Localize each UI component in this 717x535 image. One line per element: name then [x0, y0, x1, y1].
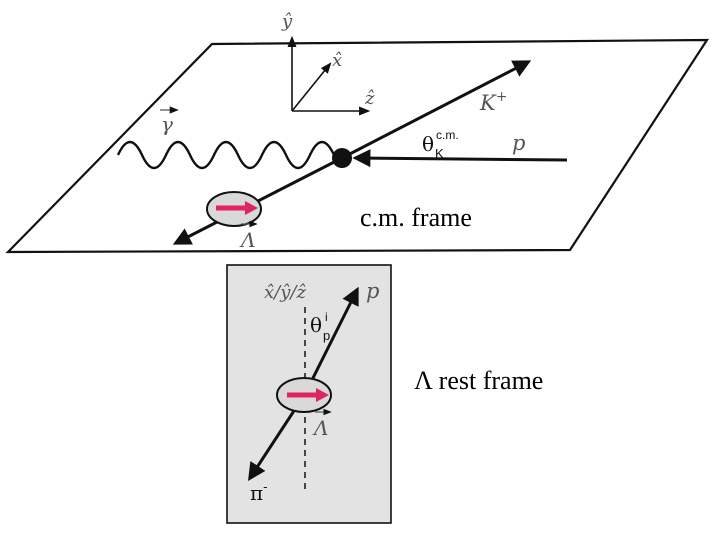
kaon-track: [341, 60, 532, 160]
proton-label: p: [512, 131, 525, 155]
rest-lambda-particle: [276, 377, 332, 413]
kaon-charge: +: [496, 89, 508, 105]
cm-plane: [5, 38, 710, 254]
proton-track: [352, 149, 568, 168]
lambda-track: [172, 156, 343, 245]
kaon-angle-sup: c.m.: [436, 128, 459, 142]
kaon-symbol: K: [479, 91, 497, 115]
kaon-angle-theta: θ: [422, 132, 434, 156]
rest-lambda-symbol: Λ: [312, 416, 328, 440]
rest-frame-label: Λ rest frame: [414, 366, 543, 395]
pion-symbol: π: [250, 481, 263, 505]
photon-label: γ: [160, 106, 179, 136]
pion-label: π-: [250, 480, 268, 505]
lambda-label: Λ: [239, 220, 258, 252]
kaon-label: K+: [479, 89, 507, 115]
rest-angle-theta: θ: [310, 313, 322, 337]
rest-lambda-label: Λ: [312, 408, 332, 440]
z-axis-label: ẑ: [364, 88, 375, 109]
proton-decay-track: [303, 286, 359, 395]
cm-frame-label: c.m. frame: [360, 203, 472, 232]
lambda-symbol: Λ: [239, 228, 255, 252]
kaon-angle-sub: K: [435, 146, 444, 161]
rest-angle-sup: i: [325, 310, 328, 324]
rest-proton-label: p: [366, 279, 379, 303]
rest-angle-sub: p: [323, 328, 330, 343]
photon-wavy-line: [116, 140, 336, 170]
rest-axis-label: x̂/ŷ/ẑ: [264, 282, 306, 303]
photon-symbol: γ: [161, 112, 173, 136]
y-axis-label: ŷ: [281, 11, 293, 32]
x-axis-label: x̂: [332, 50, 342, 71]
cm-axes: ŷ x̂ ẑ: [281, 11, 375, 116]
kaon-angle-label: θ: [422, 132, 434, 156]
lambda-particle: [206, 191, 262, 227]
pion-charge: -: [263, 480, 267, 495]
interaction-vertex: [332, 148, 352, 168]
